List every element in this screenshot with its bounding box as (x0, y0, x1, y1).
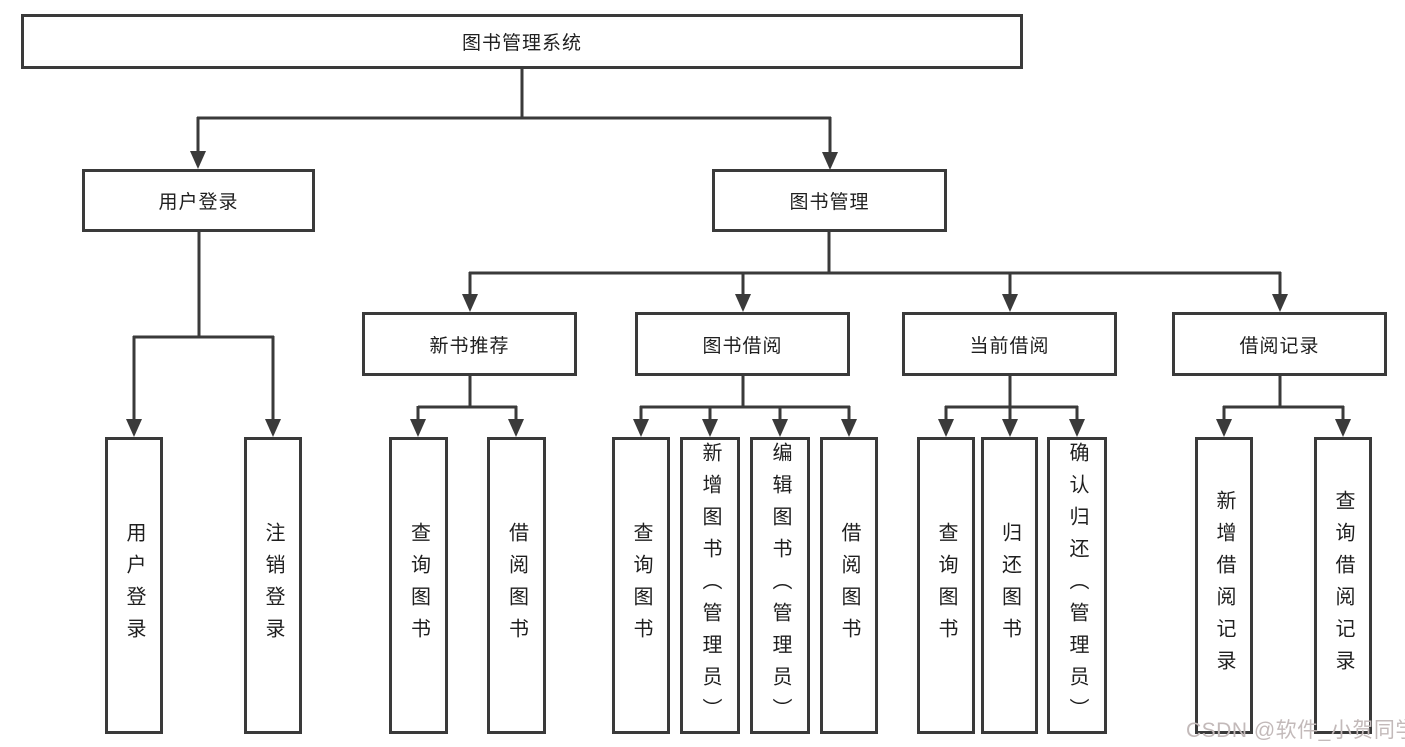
leaf-query-borrow-record-label: 查询借阅记录 (1332, 489, 1354, 682)
leaf-logout-label: 注销登录 (262, 521, 284, 650)
leaf-user-login-label: 用户登录 (123, 521, 145, 650)
leaf-confirm-return-admin-label: 确认归还（管理员） (1066, 441, 1088, 730)
leaf-return-books-label: 归还图书 (998, 521, 1021, 650)
leaf-add-borrow-record-label: 新增借阅记录 (1213, 489, 1235, 682)
node-root: 图书管理系统 (21, 14, 1023, 69)
node-borrowing-records: 借阅记录 (1172, 312, 1387, 376)
node-current-borrowing: 当前借阅 (902, 312, 1117, 376)
leaf-logout: 注销登录 (244, 437, 302, 734)
leaf-borrow-books-a: 借阅图书 (487, 437, 546, 734)
leaf-query-books-a-label: 查询图书 (407, 521, 430, 650)
leaf-query-borrow-record: 查询借阅记录 (1314, 437, 1372, 734)
leaf-borrow-books-a-label: 借阅图书 (505, 521, 528, 650)
leaf-query-books-c: 查询图书 (917, 437, 975, 734)
node-user-login: 用户登录 (82, 169, 315, 232)
node-book-borrowing: 图书借阅 (635, 312, 850, 376)
leaf-return-books: 归还图书 (981, 437, 1038, 734)
node-book-management: 图书管理 (712, 169, 947, 232)
leaf-edit-book-admin: 编辑图书（管理员） (750, 437, 810, 734)
leaf-add-borrow-record: 新增借阅记录 (1195, 437, 1253, 734)
leaf-query-books-c-label: 查询图书 (935, 521, 957, 650)
leaf-confirm-return-admin: 确认归还（管理员） (1047, 437, 1107, 734)
watermark-text: CSDN @软件_小贺同学 (1186, 719, 1405, 742)
leaf-add-book-admin: 新增图书（管理员） (680, 437, 740, 734)
leaf-borrow-books-b: 借阅图书 (820, 437, 878, 734)
leaf-add-book-admin-label: 新增图书（管理员） (699, 441, 721, 730)
leaf-user-login: 用户登录 (105, 437, 163, 734)
leaf-borrow-books-b-label: 借阅图书 (838, 521, 860, 650)
leaf-query-books-b-label: 查询图书 (630, 521, 652, 650)
node-new-book-recommend: 新书推荐 (362, 312, 577, 376)
leaf-query-books-a: 查询图书 (389, 437, 448, 734)
leaf-edit-book-admin-label: 编辑图书（管理员） (769, 441, 791, 730)
leaf-query-books-b: 查询图书 (612, 437, 670, 734)
